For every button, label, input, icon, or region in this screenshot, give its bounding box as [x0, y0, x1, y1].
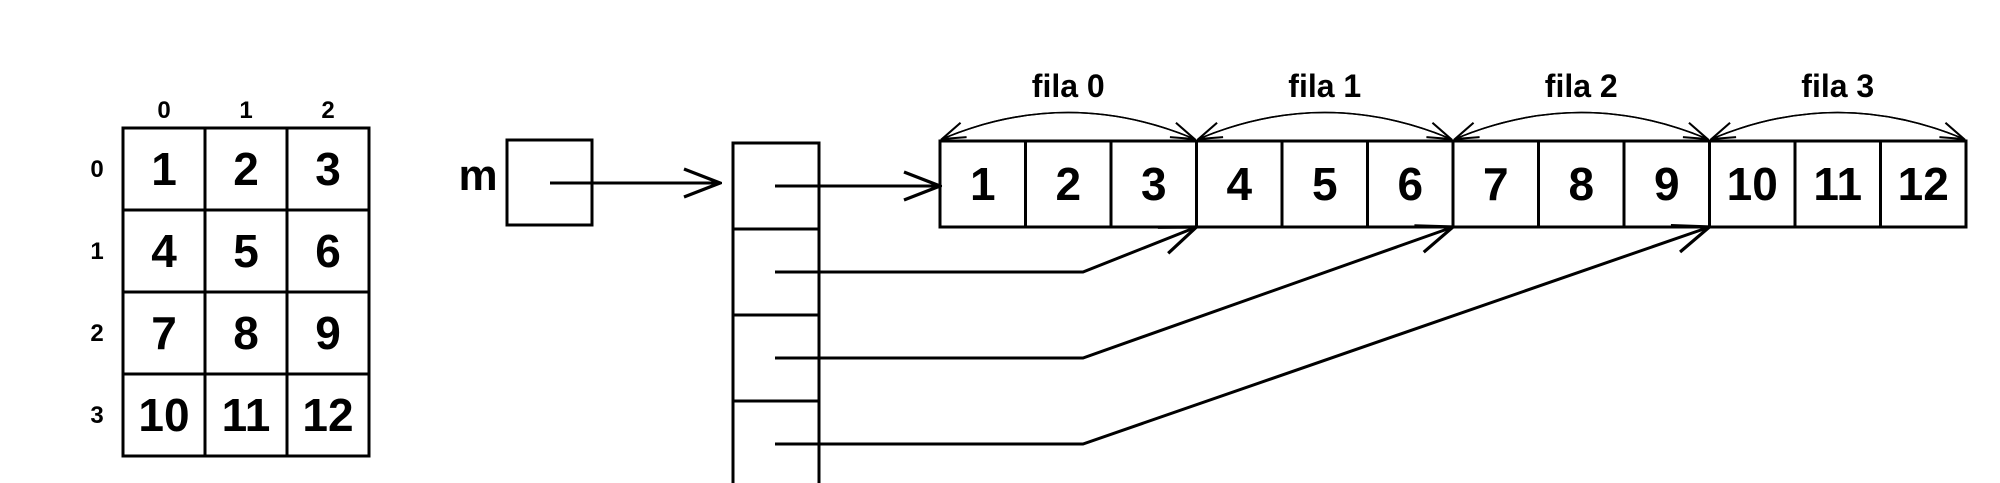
pointer-m: m [458, 138, 720, 227]
array-cell-value: 11 [1813, 158, 1862, 210]
array-cell [1537, 139, 1626, 229]
row-pointer-arrows [775, 186, 1710, 446]
matrix-cell [285, 208, 371, 294]
matrix-col-label: 1 [239, 97, 252, 124]
matrix-row-label: 3 [90, 402, 103, 429]
array-cell-value: 7 [1483, 158, 1509, 210]
array-cell-value: 9 [1654, 158, 1680, 210]
array-cell-value: 3 [1141, 158, 1167, 210]
matrix-cell [121, 372, 207, 458]
row-pointer-arrow [775, 227, 1710, 446]
matrix-cell-value: 1 [151, 143, 177, 195]
array-cell [1024, 139, 1113, 229]
array-cell-value: 1 [970, 158, 996, 210]
matrix-cell-value: 6 [315, 225, 341, 277]
row-group-label: fila 2 [1545, 68, 1618, 104]
matrix-cell-value: 4 [151, 225, 177, 277]
matrix-cell-value: 11 [222, 389, 271, 441]
matrix-cell [121, 126, 207, 212]
array-cell-value: 2 [1055, 158, 1081, 210]
array-cell-value: 12 [1898, 158, 1949, 210]
row-brace-arc [1455, 111, 1708, 140]
row-pointer-array [731, 141, 821, 483]
array-cell [1451, 139, 1540, 229]
array-cell [1879, 139, 1968, 229]
row-brace-arc [942, 111, 1195, 140]
matrix-cell-value: 9 [315, 307, 341, 359]
matrix-cell-value: 5 [233, 225, 259, 277]
matrix-col-label: 0 [157, 97, 170, 124]
array-cell [1195, 139, 1284, 229]
row-pointer-arrow [775, 227, 1453, 360]
matrix-cell-value: 10 [138, 389, 189, 441]
array-cell-value: 8 [1568, 158, 1594, 210]
row-group-label: fila 0 [1032, 68, 1105, 104]
matrix-cell-value: 7 [151, 307, 177, 359]
row-brace-arc [1712, 111, 1965, 140]
matrix-col-label: 2 [321, 97, 334, 124]
matrix-cell [203, 290, 289, 376]
pointer-label: m [458, 151, 497, 200]
array-cell [1280, 139, 1369, 229]
matrix-cell-value: 12 [302, 389, 353, 441]
array-cell [1793, 139, 1882, 229]
matrix-row-label: 0 [90, 156, 103, 183]
row-group-label: fila 1 [1288, 68, 1361, 104]
array-cell [938, 139, 1027, 229]
row-pointer-arrow [775, 227, 1197, 274]
matrix-cell-value: 3 [315, 143, 341, 195]
matrix-row-label: 1 [90, 238, 103, 265]
array-cell-value: 6 [1397, 158, 1423, 210]
matrix-cell [285, 372, 371, 458]
row-pointer-slot [731, 399, 821, 483]
matrix-cell-value: 2 [233, 143, 259, 195]
array-cell-value: 10 [1727, 158, 1778, 210]
matrix-row-label: 2 [90, 320, 103, 347]
row-group-braces: fila 0 fila 1 fila 2 fila 3 [942, 68, 1964, 139]
row-brace-arc [1199, 111, 1452, 140]
row-group-label: fila 3 [1801, 68, 1874, 104]
array-cell [1109, 139, 1198, 229]
array-cell [1708, 139, 1797, 229]
matrix-cell-value: 8 [233, 307, 259, 359]
array-cell-value: 5 [1312, 158, 1338, 210]
array-cell-value: 4 [1226, 158, 1252, 210]
